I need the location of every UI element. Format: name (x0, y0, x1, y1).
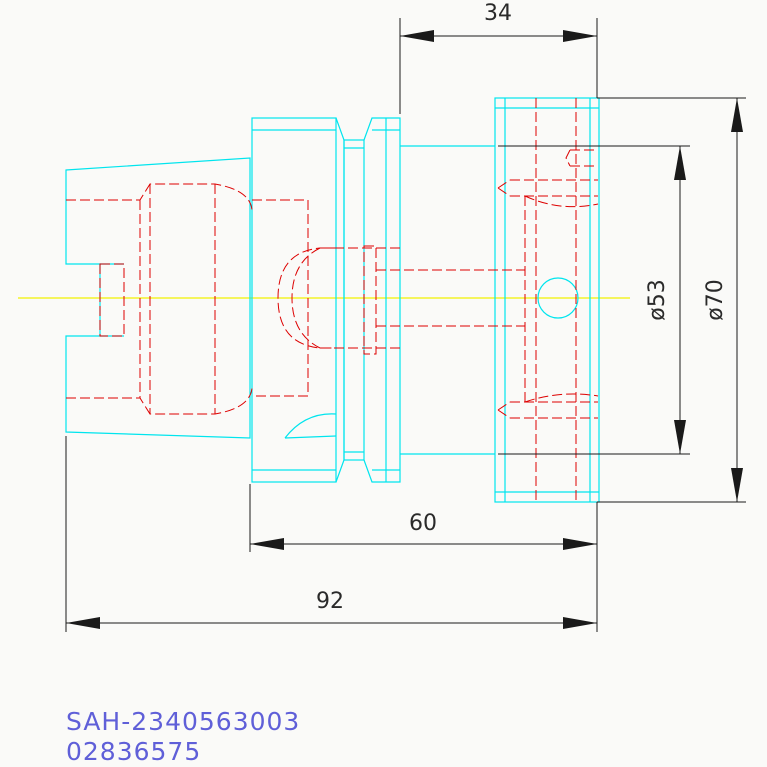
dim-34-label: 34 (484, 1, 512, 26)
part-outline (65, 97, 600, 503)
dim-53-label: ø53 (645, 279, 670, 320)
dim-60-label: 60 (409, 511, 437, 536)
dim-70-label: ø70 (703, 279, 728, 320)
part-number: 02836575 (66, 737, 201, 766)
dimension-lines (65, 18, 746, 632)
dim-92-label: 92 (316, 589, 344, 614)
part-code: SAH-2340563003 (66, 707, 300, 736)
hidden-lines (66, 98, 599, 502)
